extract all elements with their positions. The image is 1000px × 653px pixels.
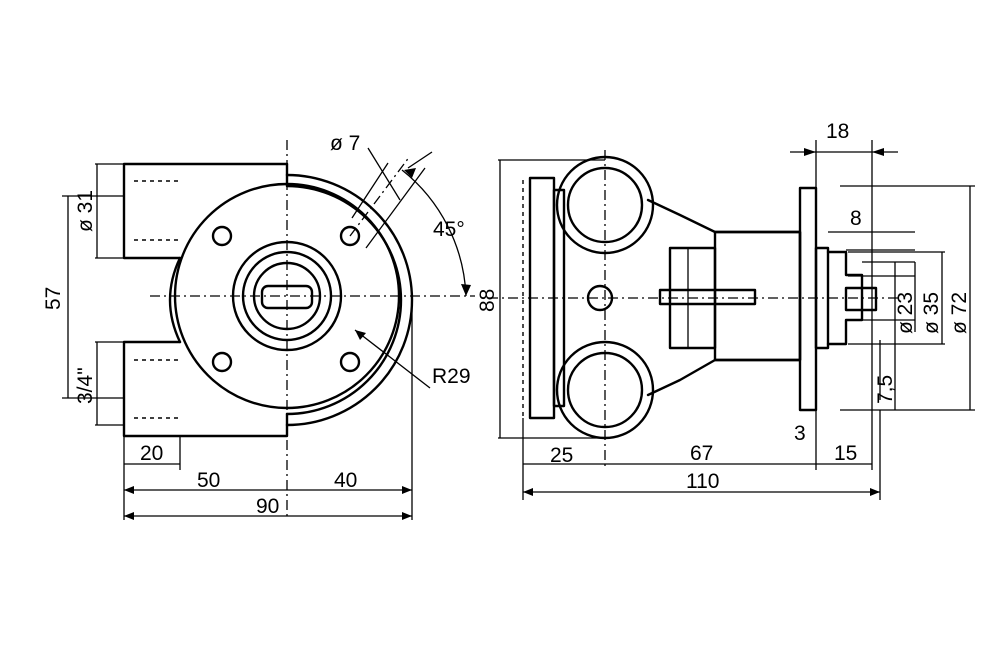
- drive-shaft: [658, 288, 757, 306]
- bolt-hole: [339, 351, 361, 373]
- dim-radius: R29: [432, 365, 471, 388]
- dim-height-88: 88: [476, 289, 499, 312]
- dim-outlet-thread: 3/4": [74, 367, 97, 404]
- dim-total-width: 90: [256, 495, 279, 518]
- dim-flange-gap: 3: [794, 422, 806, 445]
- outlet-port: [122, 340, 289, 438]
- dim-inlet-diameter: ø 31: [74, 190, 97, 232]
- dim-body-length: 67: [690, 442, 713, 465]
- front-housing-inner-outline: [285, 184, 403, 416]
- dim-height-57: 57: [42, 287, 65, 310]
- dim-dia-mid: ø 35: [920, 292, 943, 334]
- dim-shaft-step: 8: [850, 207, 862, 230]
- dim-left-width: 50: [197, 469, 220, 492]
- dim-hole-angle: 45°: [433, 218, 465, 241]
- angle-arc: [401, 169, 467, 297]
- dim-dia-small: ø 23: [894, 292, 917, 334]
- dim-port-length: 20: [140, 442, 163, 465]
- bolt-hole: [339, 225, 361, 247]
- dim-total-length: 110: [686, 470, 719, 493]
- mounting-flange: [798, 186, 818, 412]
- bolt-hole: [211, 225, 233, 247]
- side-view: 88 18 8 ø 23 ø 35 ø 72 7,5 25 67 3 15 11…: [476, 120, 975, 500]
- front-view: 57 ø 31 3/4" ø 7 45° R29 20 50 40 90: [42, 132, 475, 520]
- inlet-port: [122, 162, 289, 260]
- dim-offset: 7,5: [874, 375, 897, 404]
- bolt-hole: [211, 351, 233, 373]
- dim-shaft-length: 15: [834, 442, 857, 465]
- dim-flange-width: 18: [826, 120, 849, 143]
- dim-cover-depth: 25: [550, 444, 573, 467]
- dim-right-width: 40: [334, 469, 357, 492]
- dim-dia-large: ø 72: [948, 292, 971, 334]
- dim-hole-diameter: ø 7: [330, 132, 360, 155]
